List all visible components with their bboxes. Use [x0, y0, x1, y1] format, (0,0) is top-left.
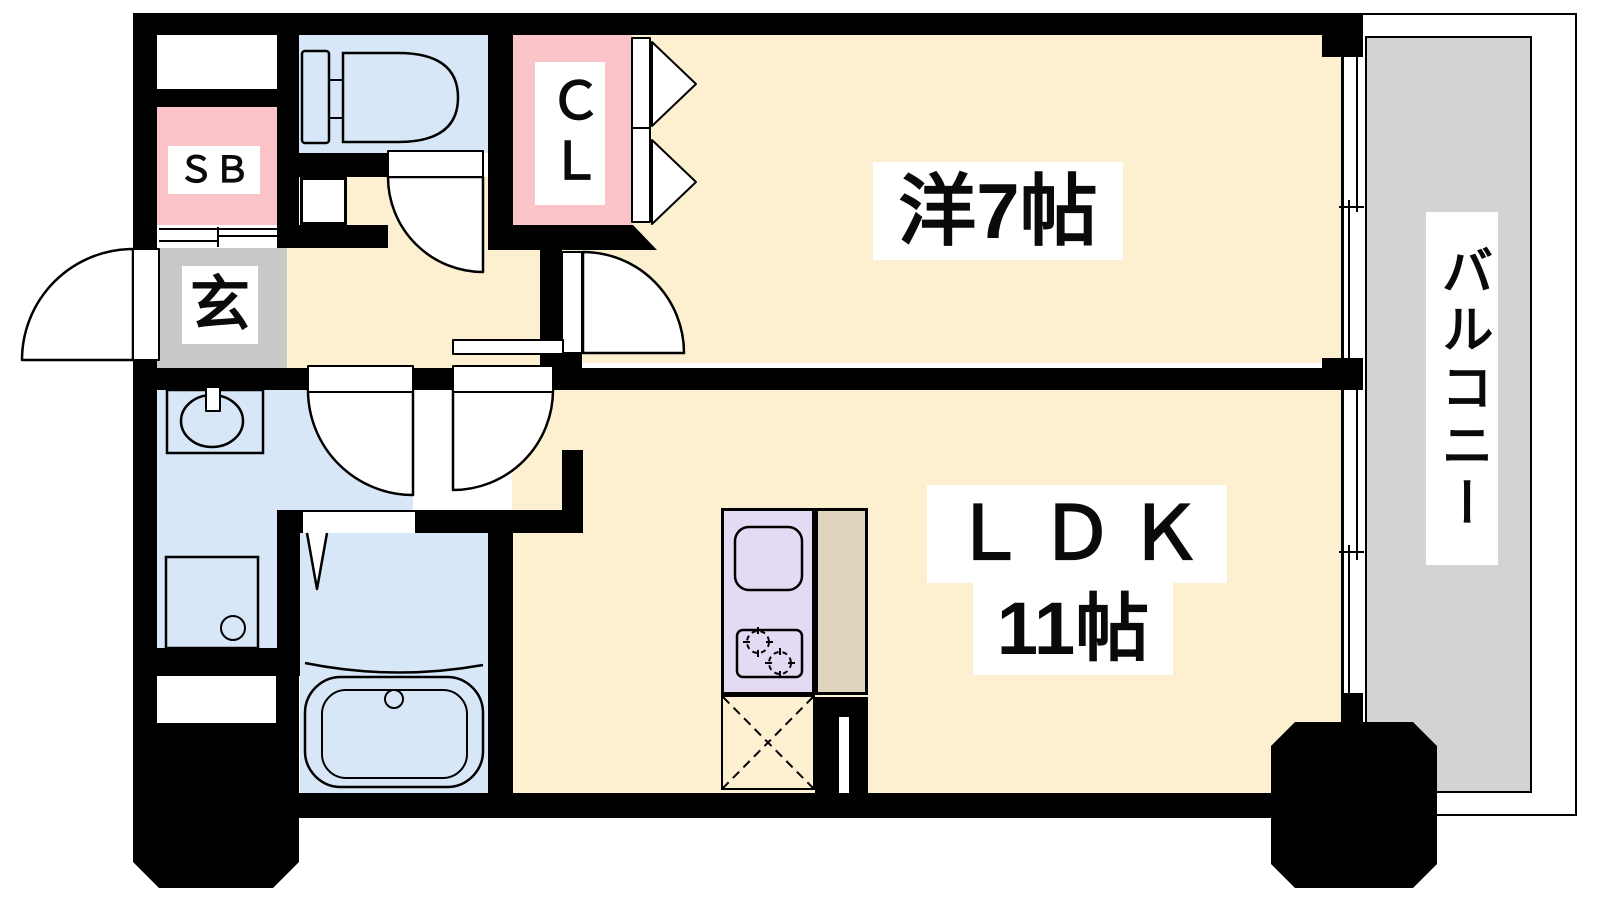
right-wall-low: [1343, 693, 1363, 722]
hallway-floor-upper: [347, 177, 488, 227]
hall-bottom-wall: [133, 368, 1341, 390]
right-wall-top: [1322, 13, 1363, 57]
left-wall-lower: [133, 360, 157, 650]
room-label-balcony: バルコニー: [1426, 212, 1498, 565]
bathroom-floor: [300, 533, 490, 793]
top-wall: [133, 13, 1341, 35]
kitchen-counter: [721, 508, 815, 695]
entrance-door-icon: [20, 247, 160, 362]
western-door-wall: [540, 248, 562, 370]
pipe-space-box: [300, 177, 347, 225]
notch-under-wall: [157, 89, 277, 107]
kitchen-stub-slot: [839, 717, 849, 793]
right-pillar: [1271, 722, 1437, 888]
left-wall-upper: [133, 13, 157, 249]
refrigerator-space: [721, 695, 815, 790]
toilet-closet-wall: [488, 13, 513, 225]
bathroom-right-wall: [488, 533, 513, 793]
room-label-western: 洋7帖: [873, 162, 1123, 260]
right-wall-mid: [1322, 358, 1363, 390]
toilet-bottom-wall: [299, 153, 388, 177]
closet-bottom-wall: [488, 225, 657, 250]
kitchen-counter-side: [815, 508, 868, 695]
room-label-ldk-size: 11帖: [973, 583, 1173, 675]
ldk-entry-stub-wall: [562, 450, 583, 512]
washroom-bottom-wall: [133, 648, 300, 676]
wall-notch-top: [157, 35, 277, 89]
entrance-step-area: [157, 225, 277, 248]
bottom-wall: [290, 793, 1363, 818]
room-label-shoebox: ＳＢ: [168, 146, 260, 194]
washroom-nook: [413, 390, 453, 510]
washroom-bathroom-wall: [277, 533, 300, 651]
room-label-entrance: 玄: [182, 266, 258, 344]
bathroom-top-wall: [277, 510, 583, 533]
western-door-stub: [562, 353, 582, 369]
wall-notch-bottom: [157, 676, 276, 723]
ldk-floor: [512, 390, 1341, 793]
ps-under-wall: [277, 225, 388, 248]
room-label-ldk: ＬＤＫ: [927, 485, 1227, 583]
toilet-room-floor: [299, 35, 488, 153]
hallway-floor: [287, 227, 540, 390]
room-label-closet: ＣＬ: [535, 62, 605, 205]
shoebox-right-wall: [277, 13, 299, 225]
